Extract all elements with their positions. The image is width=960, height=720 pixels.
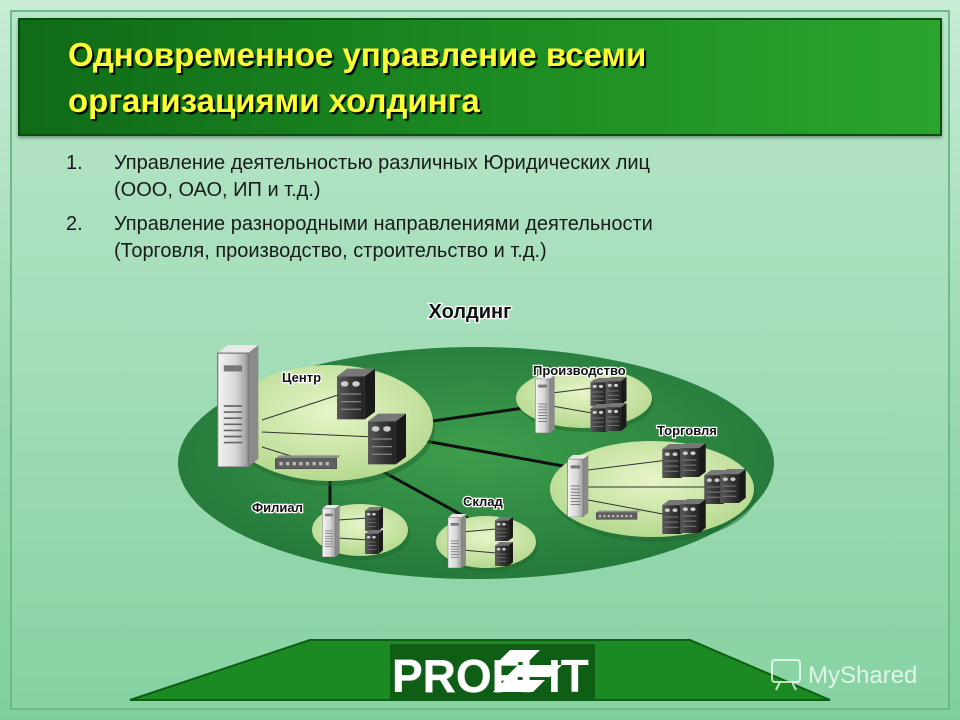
computer-rack-icon (368, 413, 406, 465)
node-label-center: Центр (282, 370, 321, 385)
node-trade (550, 441, 756, 542)
computer-rack-icon (337, 368, 375, 420)
node-production (516, 368, 654, 433)
network-switch-icon (275, 455, 341, 469)
computer-rack-icon (605, 377, 627, 405)
server-tower-icon (321, 505, 341, 557)
node-label-trade: Торговля (657, 423, 717, 438)
list-item-number: 1. (66, 152, 83, 174)
list-item-line-1: Управление деятельностью различных Юриди… (114, 152, 651, 174)
node-label-warehouse: Склад (463, 494, 504, 509)
slide-title: Одновременное управление всеми организац… (68, 32, 646, 124)
list-item: 1. Управление деятельностью различных Юр… (66, 150, 906, 204)
slide-title-line-1: Одновременное управление всеми (68, 36, 647, 73)
node-center (216, 345, 435, 486)
list-item-line-1: Управление разнородными направлениями де… (114, 213, 653, 235)
server-tower-icon (567, 455, 589, 517)
computer-rack-icon (605, 403, 627, 431)
title-bar: Одновременное управление всеми организац… (18, 18, 942, 136)
network-switch-icon (596, 510, 640, 520)
list-item-number: 2. (66, 213, 83, 235)
node-label-branch: Филиал (252, 500, 303, 515)
slide-title-line-2: организациями холдинга (68, 82, 480, 119)
node-branch (312, 504, 410, 560)
computer-rack-icon (494, 517, 514, 541)
computer-rack-icon (364, 507, 384, 531)
list-item: 2. Управление разнородными направлениями… (66, 211, 906, 265)
list-item-line-2: (Торговля, производство, строительство и… (114, 240, 547, 262)
feature-list: 1. Управление деятельностью различных Юр… (66, 150, 906, 272)
node-label-production: Производство (533, 363, 626, 378)
computer-rack-icon (680, 499, 706, 533)
list-item-line-2: (ООО, ОАО, ИП и т.д.) (114, 179, 321, 201)
computer-rack-icon (720, 469, 746, 503)
computer-rack-icon (680, 443, 706, 477)
holding-label: Холдинг (429, 301, 512, 323)
node-warehouse (436, 514, 538, 572)
server-tower-icon (447, 514, 467, 568)
computer-rack-icon (494, 542, 514, 566)
server-tower-icon (216, 345, 260, 467)
server-tower-icon (534, 375, 556, 433)
computer-rack-icon (364, 530, 384, 554)
